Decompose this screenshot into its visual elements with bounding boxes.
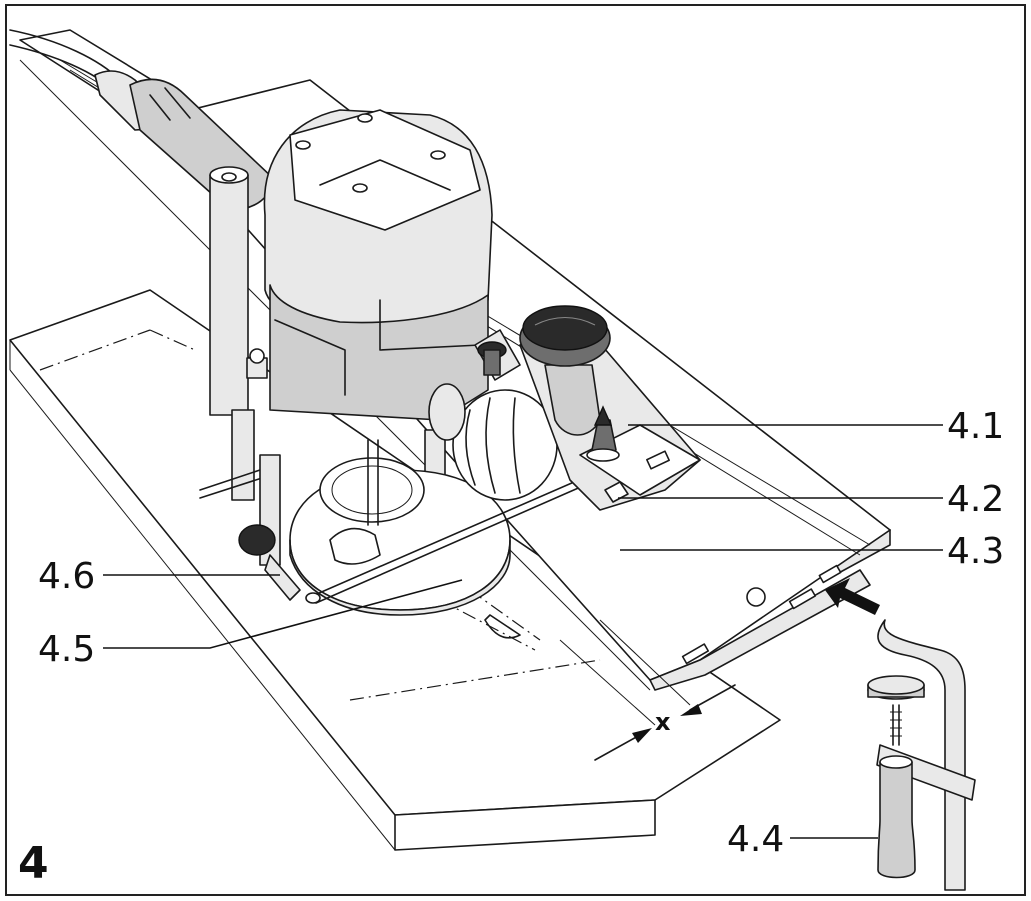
rail-side-knob (477, 341, 507, 376)
leader-lines (103, 424, 943, 839)
leader-4-5 (103, 579, 463, 649)
callout-4-3: 4.3 (947, 531, 1004, 572)
router-motor-housing (263, 109, 493, 421)
callout-4-6: 4.6 (38, 556, 95, 597)
callout-4-1: 4.1 (947, 406, 1004, 447)
figure-number: 4 (18, 838, 49, 889)
figure-frame (5, 4, 1026, 896)
offset-dimension: x (559, 619, 736, 761)
callout-4-2: 4.2 (947, 479, 1004, 520)
parallel-rod (199, 461, 625, 604)
callout-4-5: 4.5 (38, 629, 95, 670)
callout-4-4: 4.4 (727, 819, 784, 860)
depth-stop-bracket (238, 348, 301, 601)
rail-clamp-knob (519, 305, 611, 436)
stop-locking-knob (586, 405, 620, 462)
screw-clamp (867, 619, 976, 891)
router-handle-knob (428, 383, 558, 501)
insertion-arrow (825, 578, 880, 615)
dimension-x-label: x (655, 708, 671, 736)
router-base (289, 439, 511, 616)
